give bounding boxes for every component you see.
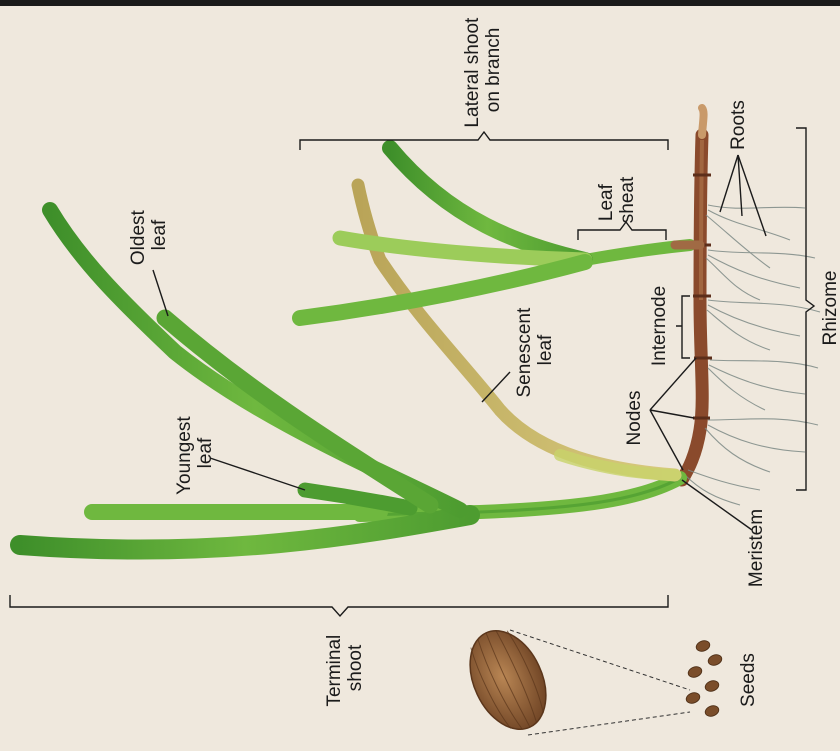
paper-background [0, 6, 840, 751]
internode-label: Internode [649, 286, 670, 366]
lateral-shoot-label: Lateral shoot on branch [462, 12, 504, 127]
roots-label: Roots [728, 100, 749, 150]
meristem-label: Meristem [746, 509, 767, 587]
nodes-label: Nodes [624, 391, 645, 446]
leaf-sheath-label: Leaf sheat [596, 176, 638, 223]
top-frame-bar [0, 0, 840, 6]
seeds-label: Seeds [738, 653, 759, 707]
rhizome-label: Rhizome [820, 271, 840, 346]
